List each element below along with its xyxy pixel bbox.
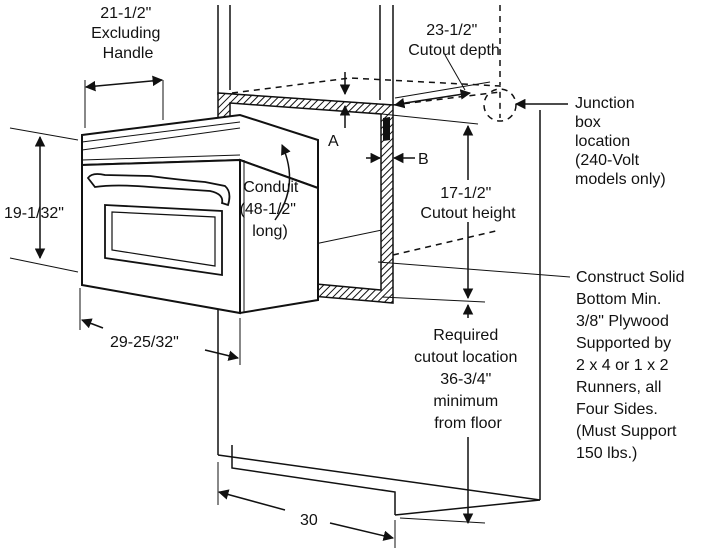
label-width-excl-handle: 21-1/2" Excluding Handle [91, 5, 165, 62]
label-dim-a: A [328, 133, 339, 150]
oven [81, 113, 319, 315]
oven-handle [86, 173, 231, 207]
oven-window [104, 204, 223, 277]
cutout-interior [231, 77, 501, 256]
dimension-lines [9, 54, 571, 548]
label-cutout-depth: 23-1/2" Cutout depth [408, 22, 500, 59]
label-junction-box: Junction box location (240-Volt models o… [575, 95, 666, 188]
label-cutout-location: Required cutout location 36-3/4" minimum… [414, 327, 522, 432]
label-cutout-height: 17-1/2" Cutout height [420, 185, 516, 222]
label-conduit: Conduit (48-1/2" long) [240, 179, 303, 240]
label-cabinet-width: 30 [300, 512, 318, 529]
label-oven-depth: 29-25/32" [110, 334, 179, 351]
junction-box [483, 88, 568, 122]
label-dim-b: B [418, 151, 429, 168]
cabinet [217, 5, 541, 516]
label-bottom-note: Construct Solid Bottom Min. 3/8" Plywood… [576, 269, 689, 462]
label-oven-height: 19-1/32" [4, 205, 64, 222]
